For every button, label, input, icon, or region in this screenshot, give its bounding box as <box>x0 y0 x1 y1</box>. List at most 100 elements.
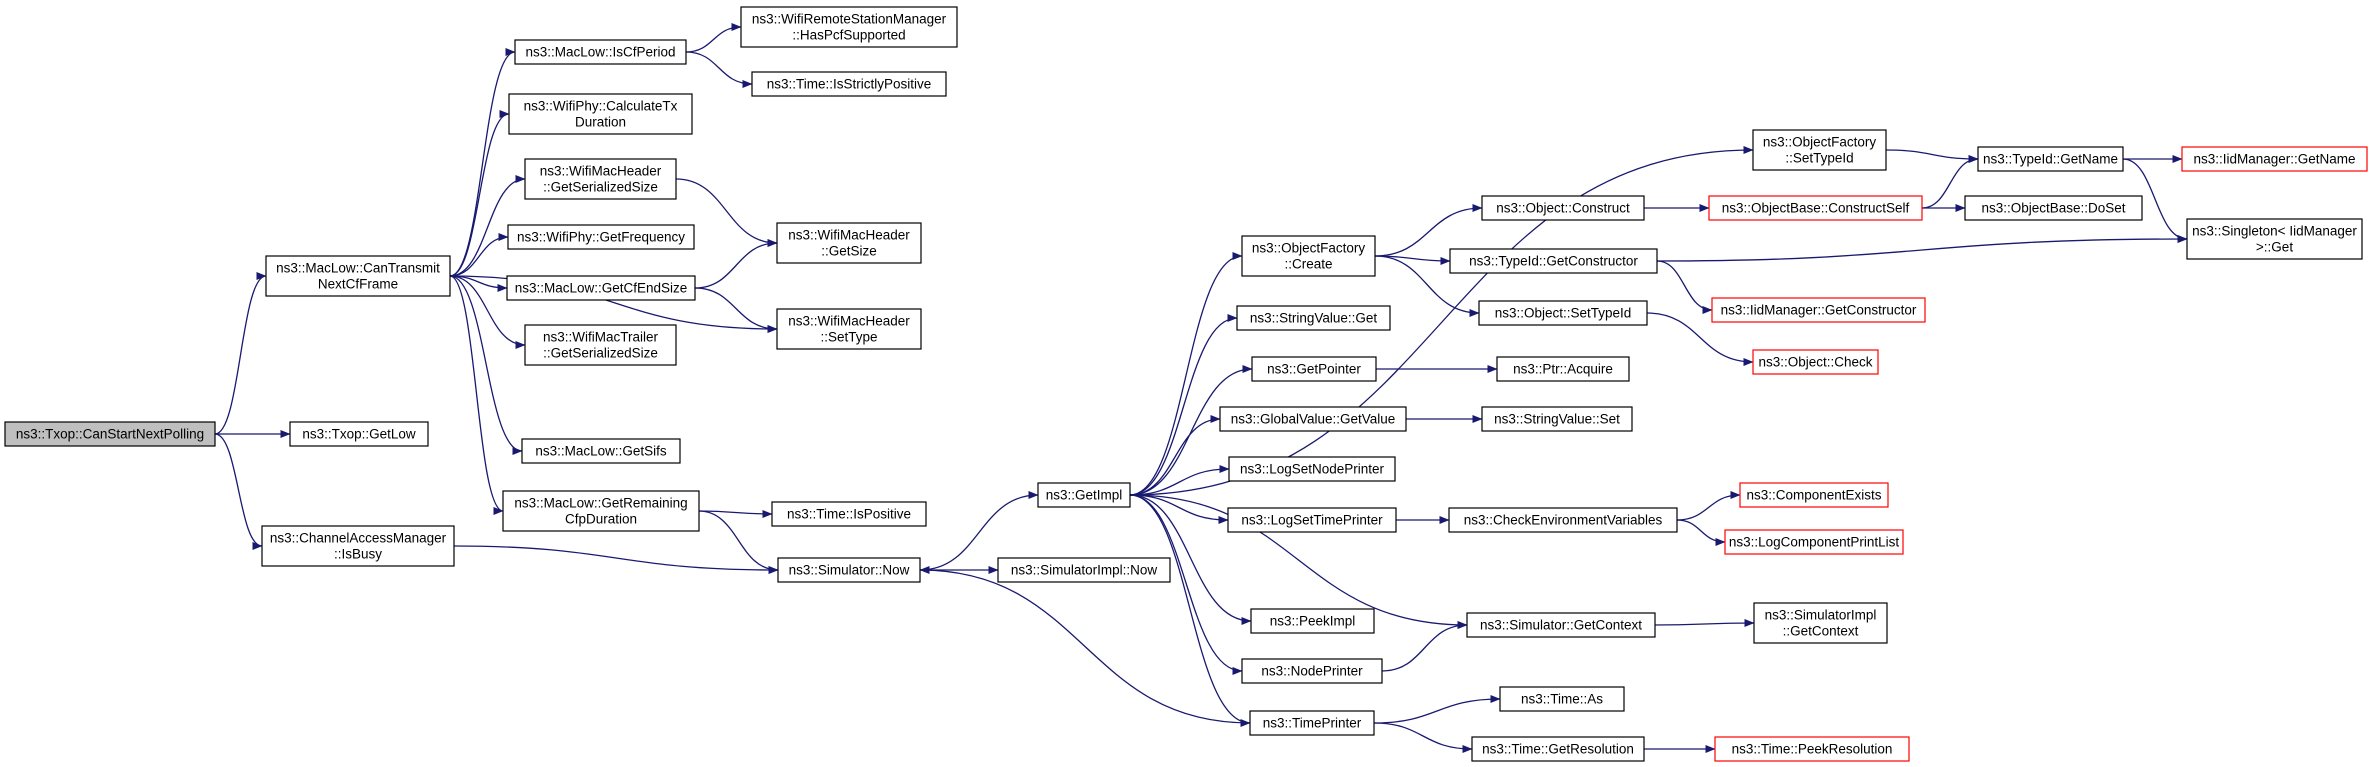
node-getimpl[interactable]: ns3::GetImpl <box>1037 482 1131 508</box>
node-cfendsize[interactable]: ns3::MacLow::GetCfEndSize <box>506 275 696 301</box>
node-logsettime[interactable]: ns3::LogSetTimePrinter <box>1227 507 1397 533</box>
node-trailerserial[interactable]: ns3::WifiMacTrailer::GetSerializedSize <box>524 324 677 366</box>
node-hdrsettype[interactable]: ns3::WifiMacHeader::SetType <box>776 308 922 350</box>
node-getpointer[interactable]: ns3::GetPointer <box>1251 356 1377 382</box>
node-ptracquire[interactable]: ns3::Ptr::Acquire <box>1496 356 1630 382</box>
edge-simgetctx-to-simimplgetctx <box>1654 619 1755 628</box>
node-timeprinter[interactable]: ns3::TimePrinter <box>1249 710 1375 736</box>
node-checkenv[interactable]: ns3::CheckEnvironmentVariables <box>1448 507 1678 533</box>
node-label: ::SetType <box>820 330 877 345</box>
edge-nodeprinter-to-simgetctx <box>1381 621 1468 672</box>
node-haspcf[interactable]: ns3::WifiRemoteStationManager::HasPcfSup… <box>740 6 958 48</box>
node-label: ns3::WifiMacHeader <box>788 228 910 243</box>
edge-cantransmit-to-trailerserial <box>449 275 526 349</box>
node-cambusy[interactable]: ns3::ChannelAccessManager::IsBusy <box>261 525 455 567</box>
node-label: ns3::SimulatorImpl <box>1765 608 1877 623</box>
node-box <box>524 324 677 366</box>
node-objsettypeid[interactable]: ns3::Object::SetTypeId <box>1478 300 1648 326</box>
node-obconstructself[interactable]: ns3::ObjectBase::ConstructSelf <box>1708 195 1923 221</box>
edge-cantransmit-to-calctx <box>449 110 510 277</box>
node-singletonget[interactable]: ns3::Singleton< IidManager>::Get <box>2186 218 2363 260</box>
node-getsifs[interactable]: ns3::MacLow::GetSifs <box>521 438 681 464</box>
node-box <box>1752 349 1879 375</box>
node-label: ::GetContext <box>1783 624 1859 639</box>
node-label: ns3::ObjectBase::DoSet <box>1981 201 2125 216</box>
node-timegetres[interactable]: ns3::Time::GetResolution <box>1471 736 1645 762</box>
node-strvalget[interactable]: ns3::StringValue::Get <box>1236 305 1391 331</box>
node-simimplgetctx[interactable]: ns3::SimulatorImpl::GetContext <box>1753 602 1888 644</box>
node-label: ns3::ObjectFactory <box>1763 135 1877 150</box>
node-ispositive[interactable]: ns3::Time::IsPositive <box>771 501 927 527</box>
node-box <box>776 308 922 350</box>
edge-cantransmit-to-getfreq <box>449 233 509 277</box>
node-hdrgetsize[interactable]: ns3::WifiMacHeader::GetSize <box>776 222 922 264</box>
edge-getimpl-to-getpointer <box>1129 365 1253 496</box>
edge-timeprinter-to-timegetres <box>1373 722 1473 753</box>
node-label: ns3::MacLow::IsCfPeriod <box>525 45 675 60</box>
node-box <box>1241 658 1383 684</box>
node-label: ns3::MacLow::GetSifs <box>535 444 667 459</box>
edge-timeprinter-to-simnow <box>919 566 1251 724</box>
node-box <box>1977 146 2124 172</box>
node-peekres[interactable]: ns3::Time::PeekResolution <box>1714 736 1910 762</box>
node-label: ns3::NodePrinter <box>1261 664 1363 679</box>
edge-cfendsize-to-hdrsettype <box>694 287 778 333</box>
edge-remaining-to-ispositive <box>698 509 773 518</box>
node-box <box>1499 686 1625 712</box>
node-label: ns3::MacLow::GetRemaining <box>514 496 687 511</box>
node-logsetnode[interactable]: ns3::LogSetNodePrinter <box>1228 456 1396 482</box>
node-label: ::HasPcfSupported <box>792 28 905 43</box>
node-iidgetname[interactable]: ns3::IidManager::GetName <box>2181 146 2368 172</box>
node-box <box>1251 356 1377 382</box>
node-tidgetname[interactable]: ns3::TypeId::GetName <box>1977 146 2124 172</box>
node-ofcreate[interactable]: ns3::ObjectFactory::Create <box>1241 235 1376 277</box>
node-iscfperiod[interactable]: ns3::MacLow::IsCfPeriod <box>514 39 687 65</box>
node-label: ns3::TypeId::GetName <box>1983 152 2118 167</box>
node-hdrserial[interactable]: ns3::WifiMacHeader::GetSerializedSize <box>524 158 677 200</box>
node-box <box>1037 482 1131 508</box>
node-box <box>1753 602 1888 644</box>
node-label: >::Get <box>2256 240 2293 255</box>
edge-getimpl-to-peekimpl <box>1129 494 1252 625</box>
node-label: ns3::CheckEnvironmentVariables <box>1464 513 1663 528</box>
node-peekimpl[interactable]: ns3::PeekImpl <box>1250 608 1375 634</box>
node-box <box>506 275 696 301</box>
node-canstart[interactable]: ns3::Txop::CanStartNextPolling <box>4 421 216 447</box>
node-objcheck[interactable]: ns3::Object::Check <box>1752 349 1879 375</box>
node-simgetctx[interactable]: ns3::Simulator::GetContext <box>1466 612 1656 638</box>
edge-cantransmit-to-hdrserial <box>449 175 526 277</box>
nodes: ns3::Txop::CanStartNextPollingns3::MacLo… <box>4 6 2368 762</box>
node-box <box>502 490 700 532</box>
node-nodeprinter[interactable]: ns3::NodePrinter <box>1241 658 1383 684</box>
node-obdoset[interactable]: ns3::ObjectBase::DoSet <box>1964 195 2143 221</box>
node-gvgetvalue[interactable]: ns3::GlobalValue::GetValue <box>1219 406 1407 432</box>
node-ofsettypeid[interactable]: ns3::ObjectFactory::SetTypeId <box>1752 129 1887 171</box>
node-iidgetctor[interactable]: ns3::IidManager::GetConstructor <box>1711 297 1926 323</box>
node-simnow[interactable]: ns3::Simulator::Now <box>777 557 921 583</box>
node-box <box>4 421 216 447</box>
node-compexists[interactable]: ns3::ComponentExists <box>1739 482 1889 508</box>
node-box <box>1964 195 2143 221</box>
node-label: ns3::PeekImpl <box>1270 614 1356 629</box>
node-simimplnow[interactable]: ns3::SimulatorImpl::Now <box>997 557 1171 583</box>
node-txopgetlow[interactable]: ns3::Txop::GetLow <box>289 421 429 447</box>
node-label: CfpDuration <box>565 512 637 527</box>
edge-checkenv-to-compexists <box>1676 491 1741 521</box>
node-box <box>1708 195 1923 221</box>
node-label: ns3::Singleton< IidManager <box>2192 224 2357 239</box>
node-label: ns3::Time::GetResolution <box>1482 742 1634 757</box>
node-getfreq[interactable]: ns3::WifiPhy::GetFrequency <box>507 224 695 250</box>
node-box <box>1241 235 1376 277</box>
node-strvalset[interactable]: ns3::StringValue::Set <box>1481 406 1633 432</box>
node-objconstruct[interactable]: ns3::Object::Construct <box>1481 195 1645 221</box>
node-strictpos[interactable]: ns3::Time::IsStrictlyPositive <box>751 71 947 97</box>
node-logcompprint[interactable]: ns3::LogComponentPrintList <box>1724 529 1904 555</box>
node-label: ::GetSize <box>821 244 877 259</box>
edge-getimpl-to-ofcreate <box>1129 252 1243 496</box>
node-timeas[interactable]: ns3::Time::As <box>1499 686 1625 712</box>
node-tidgetctor[interactable]: ns3::TypeId::GetConstructor <box>1449 248 1658 274</box>
node-label: ns3::Time::PeekResolution <box>1732 742 1893 757</box>
